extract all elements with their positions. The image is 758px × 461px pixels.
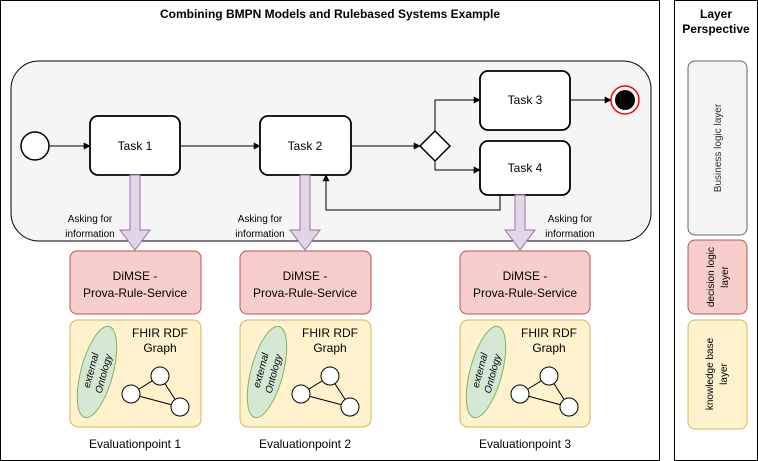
graph-network-icon — [510, 366, 579, 417]
svg-text:DiMSE -: DiMSE - — [113, 269, 158, 283]
exclusive-gateway[interactable] — [418, 129, 452, 163]
svg-text:FHIR RDF: FHIR RDF — [132, 326, 188, 340]
svg-text:Asking for: Asking for — [68, 214, 113, 225]
evaluation-point-2: DiMSE - Prova-Rule-Service FHIR RDF Grap… — [239, 250, 372, 451]
evaluation-point-3: DiMSE - Prova-Rule-Service FHIR RDF Grap… — [459, 250, 591, 451]
external-ontology: external Ontology — [246, 325, 288, 419]
end-event[interactable] — [610, 85, 640, 115]
flow-gateway-task4 — [434, 161, 481, 174]
evaluation-point-label: Evaluationpoint 1 — [89, 437, 181, 451]
task-1-label: Task 1 — [118, 139, 153, 153]
evaluation-point-label: Evaluationpoint 2 — [259, 437, 351, 451]
business-logic-layer: Business logic layer — [687, 60, 748, 236]
svg-text:FHIR RDF: FHIR RDF — [521, 326, 577, 340]
svg-text:layer: layer — [719, 362, 730, 384]
asking-label-3: Asking for information — [545, 214, 594, 240]
svg-text:Business logic layer: Business logic layer — [713, 103, 724, 192]
start-event[interactable] — [20, 131, 50, 161]
external-ontology: external Ontology — [465, 325, 507, 419]
svg-text:Asking for: Asking for — [548, 214, 593, 225]
task-2[interactable]: Task 2 — [259, 115, 352, 176]
svg-text:information: information — [545, 229, 594, 240]
graph-network-icon — [291, 366, 360, 417]
svg-text:FHIR RDF: FHIR RDF — [302, 326, 358, 340]
evaluation-point-1: DiMSE - Prova-Rule-Service FHIR RDF Grap… — [69, 250, 202, 451]
task-4[interactable]: Task 4 — [479, 140, 571, 196]
layer-perspective-title: Layer Perspective — [682, 7, 750, 36]
asking-label-1: Asking for information — [65, 214, 114, 240]
svg-text:Prova-Rule-Service: Prova-Rule-Service — [83, 286, 187, 300]
flow-task4-task2-loop — [322, 174, 501, 211]
query-arrow-2 — [289, 174, 321, 251]
task-1[interactable]: Task 1 — [89, 115, 181, 176]
svg-text:information: information — [65, 229, 114, 240]
task-3[interactable]: Task 3 — [479, 70, 571, 131]
svg-text:information: information — [235, 229, 284, 240]
task-3-label: Task 3 — [508, 93, 543, 107]
external-ontology: external Ontology — [76, 325, 118, 419]
svg-text:Layer: Layer — [700, 7, 732, 21]
flow-gateway-task3 — [434, 96, 481, 131]
svg-text:Prova-Rule-Service: Prova-Rule-Service — [253, 286, 357, 300]
svg-text:knowledge base: knowledge base — [705, 337, 716, 410]
svg-text:layer: layer — [720, 265, 731, 287]
svg-text:decision logic: decision logic — [706, 247, 717, 307]
svg-text:Perspective: Perspective — [682, 22, 750, 36]
svg-text:Graph: Graph — [143, 341, 176, 355]
task-4-label: Task 4 — [508, 161, 543, 175]
dimse-service-box[interactable] — [69, 250, 202, 315]
query-arrow-1 — [119, 174, 151, 251]
evaluation-point-label: Evaluationpoint 3 — [479, 437, 571, 451]
task-2-label: Task 2 — [288, 139, 323, 153]
dimse-service-box[interactable] — [459, 250, 591, 315]
svg-text:DiMSE -: DiMSE - — [283, 269, 328, 283]
dimse-service-box[interactable] — [239, 250, 372, 315]
graph-network-icon — [121, 366, 190, 417]
svg-text:Graph: Graph — [532, 341, 565, 355]
query-arrow-3 — [504, 194, 536, 251]
svg-text:Prova-Rule-Service: Prova-Rule-Service — [473, 286, 577, 300]
svg-text:Asking for: Asking for — [238, 214, 283, 225]
svg-text:DiMSE -: DiMSE - — [503, 269, 548, 283]
svg-text:Graph: Graph — [313, 341, 346, 355]
decision-logic-layer: decision logic layer — [687, 239, 748, 315]
asking-label-2: Asking for information — [235, 214, 284, 240]
diagram-title: Combining BMPN Models and Rulebased Syst… — [160, 7, 500, 21]
knowledge-base-layer: knowledge base layer — [687, 319, 748, 430]
